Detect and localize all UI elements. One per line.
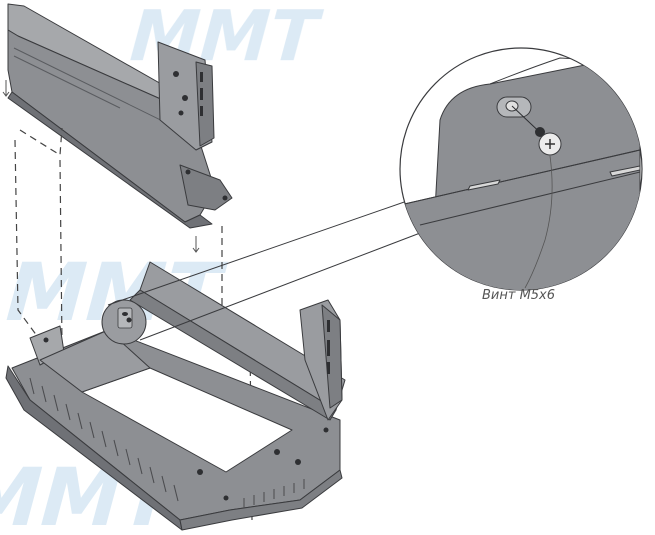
screw-icon bbox=[511, 105, 562, 156]
rail-bracket-holes bbox=[173, 71, 228, 201]
svg-text:ММТ: ММТ bbox=[119, 0, 328, 77]
drawer-base-frame bbox=[5, 261, 346, 531]
detail-marker bbox=[101, 299, 147, 345]
zoom-callout bbox=[399, 47, 643, 291]
screw-label: Винт М5х6 bbox=[482, 288, 555, 303]
alignment-arrows bbox=[2, 80, 200, 253]
screw-label-leader bbox=[524, 155, 553, 289]
base-screws bbox=[43, 320, 330, 501]
front-ribs bbox=[29, 377, 305, 508]
callout-leader-lines bbox=[107, 199, 429, 341]
